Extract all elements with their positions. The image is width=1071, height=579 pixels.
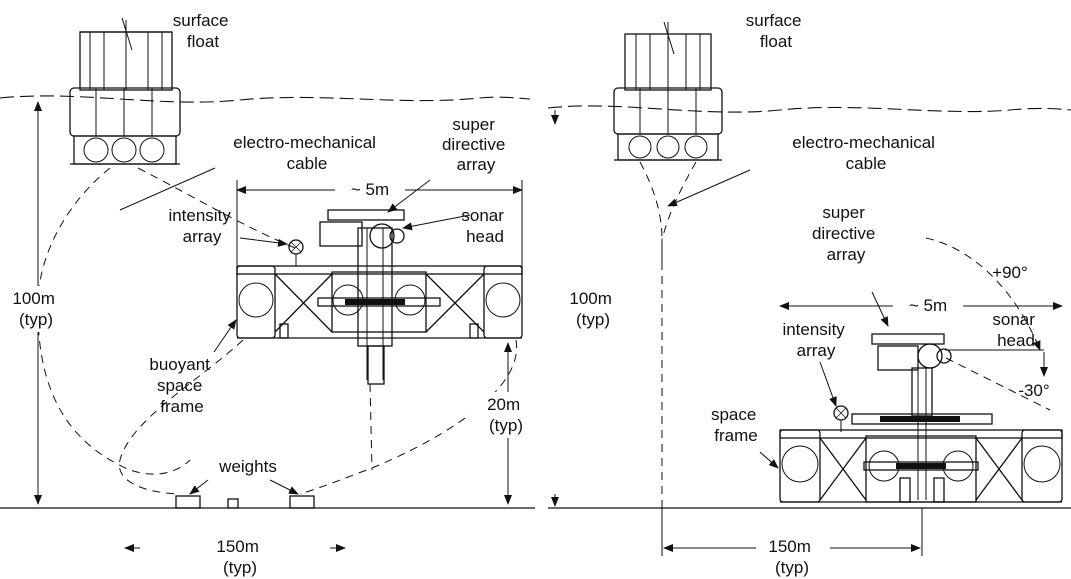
left-weights-label: weights bbox=[218, 457, 277, 476]
left-cable-label: electro-mechanical cable bbox=[233, 133, 380, 173]
left-height-label: 20m (typ) bbox=[487, 395, 525, 435]
right-depth-label: 100m (typ) bbox=[569, 289, 616, 329]
left-super-directive-array-label: super directive array bbox=[442, 115, 510, 174]
right-surface-float bbox=[613, 21, 723, 161]
left-water-surface bbox=[0, 95, 531, 103]
right-span-label: 150m (typ) bbox=[768, 537, 815, 577]
right-space-frame bbox=[779, 333, 1063, 503]
right-intensity-array-label: intensity array bbox=[782, 320, 849, 360]
left-buoyant-space-frame bbox=[118, 209, 523, 495]
right-cable-label: electro-mechanical cable bbox=[792, 133, 939, 173]
right-sonar-head-label: sonar head bbox=[992, 310, 1039, 350]
left-surface-float bbox=[69, 17, 181, 165]
left-sonar-head-label: sonar head bbox=[461, 206, 508, 246]
right-cable bbox=[639, 161, 663, 241]
left-buoyant-space-frame-label: buoyant space frame bbox=[149, 355, 214, 416]
right-space-frame-label: space frame bbox=[711, 405, 761, 445]
left-weights bbox=[175, 479, 315, 509]
right-angle-up-label: +90° bbox=[992, 263, 1028, 282]
right-water-surface bbox=[547, 105, 1071, 113]
left-span-label: 150m (typ) bbox=[216, 537, 263, 577]
left-panel: surface float electro-mechanical cable 1… bbox=[0, 11, 542, 577]
right-width-label: ~ 5m bbox=[909, 296, 947, 315]
left-width-label: ~ 5m bbox=[351, 180, 389, 199]
right-angle-down-label: -30° bbox=[1018, 381, 1049, 400]
left-cable bbox=[37, 167, 191, 475]
right-super-directive-array-label: super directive array bbox=[812, 203, 880, 264]
right-panel: surface float electro-mechanical cable 1… bbox=[547, 11, 1071, 577]
left-surface-float-label: surface float bbox=[173, 11, 233, 51]
right-surface-float-label: surface float bbox=[746, 11, 806, 51]
left-intensity-array-label: intensity array bbox=[168, 206, 235, 246]
left-depth-label: 100m (typ) bbox=[12, 289, 59, 329]
